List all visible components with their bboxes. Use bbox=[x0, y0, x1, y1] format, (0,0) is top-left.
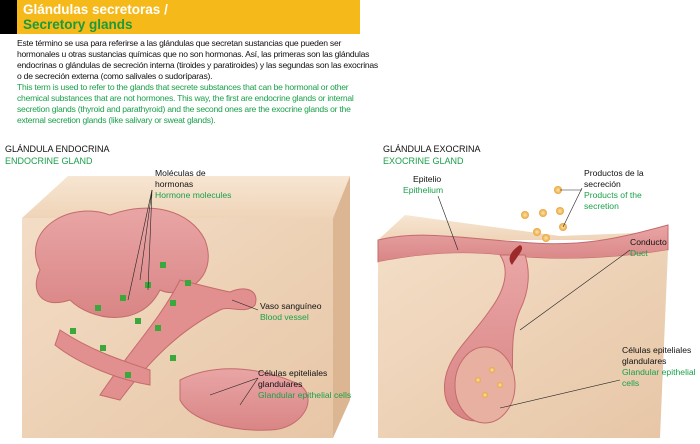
intro-text: Este término se usa para referirse a las… bbox=[17, 38, 379, 126]
label-endocrine-epithelial-cells: Células epiteliales glandulares Glandula… bbox=[258, 368, 368, 401]
label-es: Moléculas de hormonas bbox=[155, 168, 206, 189]
endocrine-title-en: ENDOCRINE GLAND bbox=[5, 156, 93, 166]
label-hormone-molecules: Moléculas de hormonas Hormone molecules bbox=[155, 168, 235, 201]
intro-spanish: Este término se usa para referirse a las… bbox=[17, 38, 378, 81]
exocrine-section-title: GLÁNDULA EXOCRINA EXOCRINE GLAND bbox=[383, 143, 481, 167]
label-es: Células epiteliales glandulares bbox=[258, 368, 328, 389]
label-en: Duct bbox=[630, 248, 648, 258]
label-es: Conducto bbox=[630, 237, 667, 247]
page-subtitle: Secretory glands bbox=[23, 17, 133, 32]
exocrine-title-es: GLÁNDULA EXOCRINA bbox=[383, 144, 481, 154]
label-epithelium: Epitelio Epithelium bbox=[403, 174, 443, 196]
label-blood-vessel: Vaso sanguíneo Blood vessel bbox=[260, 301, 321, 323]
page-title: Glándulas secretoras / bbox=[23, 2, 168, 17]
label-exocrine-epithelial-cells: Células epiteliales glandulares Glandula… bbox=[622, 345, 700, 389]
endocrine-gland-illustration bbox=[22, 176, 350, 438]
header-accent bbox=[0, 0, 17, 34]
intro-english: This term is used to refer to the glands… bbox=[17, 82, 354, 125]
exocrine-title-en: EXOCRINE GLAND bbox=[383, 156, 464, 166]
label-en: Products of the secretion bbox=[584, 190, 642, 211]
label-es: Epitelio bbox=[413, 174, 442, 184]
label-en: Epithelium bbox=[403, 185, 444, 195]
label-secretion-products: Productos de la secreción Products of th… bbox=[584, 168, 654, 212]
label-es: Células epiteliales glandulares bbox=[622, 345, 692, 366]
label-en: Glandular epithelial cells bbox=[258, 390, 352, 400]
exocrine-gland-illustration bbox=[377, 186, 669, 438]
label-es: Productos de la secreción bbox=[584, 168, 644, 189]
label-duct: Conducto Duct bbox=[630, 237, 667, 259]
label-es: Vaso sanguíneo bbox=[260, 301, 322, 311]
secretion-products bbox=[475, 186, 567, 398]
endocrine-section-title: GLÁNDULA ENDOCRINA ENDOCRINE GLAND bbox=[5, 143, 110, 167]
endocrine-title-es: GLÁNDULA ENDOCRINA bbox=[5, 144, 110, 154]
label-en: Glandular epithelial cells bbox=[622, 367, 696, 388]
label-en: Hormone molecules bbox=[155, 190, 232, 200]
label-en: Blood vessel bbox=[260, 312, 309, 322]
header-bar bbox=[0, 0, 360, 34]
